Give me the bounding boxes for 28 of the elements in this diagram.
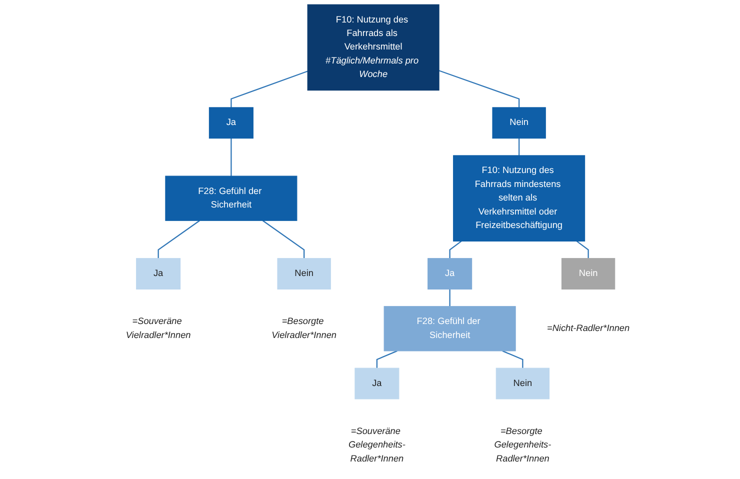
node-box: F28: Gefühl der Sicherheit [166, 176, 298, 221]
node-box: F10: Nutzung des Fahrrads als Verkehrsmittel #Täglich/Mehrmals pro Woche [308, 4, 440, 91]
node-box: F10: Nutzung des Fahrrads mindestens selten als Verkehrsmittel oder Freizeitbeschäftigung [453, 155, 586, 242]
connector [450, 289, 451, 306]
connector [576, 240, 590, 258]
node-box: Ja [355, 368, 400, 400]
node-label: =Souveräne Gelegenheits-Radler*Innen [348, 426, 406, 464]
node-label: =Besorgte Vielradler*Innen [272, 316, 337, 340]
node-box: Nein [278, 258, 332, 290]
connector [518, 138, 520, 156]
node-box: F28: Gefühl der Sicherheit [384, 306, 516, 352]
connector [230, 70, 308, 108]
connector [502, 350, 524, 368]
node-label: =Nicht-Radler*Innen [547, 324, 630, 334]
node-box: Ja [136, 258, 181, 290]
connector [262, 220, 305, 258]
connector [450, 240, 462, 258]
connector [230, 138, 232, 176]
node-label: =Besorgte Gelegenheits-Radler*Innen [494, 426, 552, 464]
connector [158, 220, 200, 258]
node-box: Ja [428, 258, 472, 290]
connector [376, 350, 398, 368]
connector [439, 70, 520, 108]
node-label: =Souveräne Vielradler*Innen [126, 316, 192, 340]
node-box: Ja [209, 107, 254, 139]
node-box: Nein [562, 258, 616, 290]
node-box: Nein [496, 368, 550, 400]
node-box: Nein [492, 107, 546, 139]
